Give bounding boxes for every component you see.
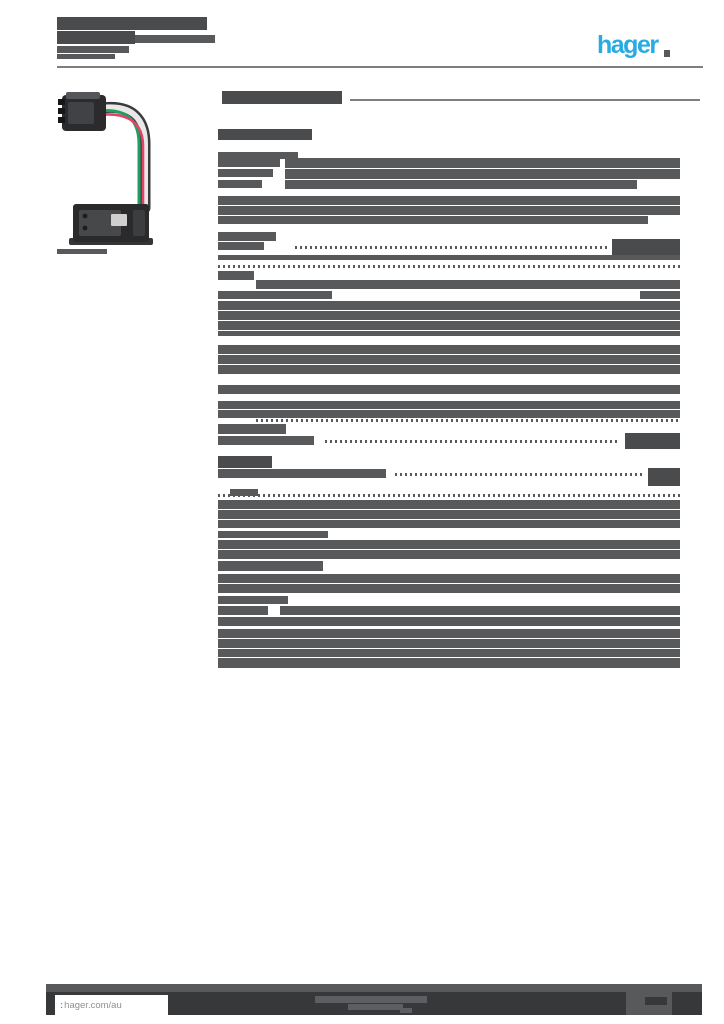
redacted-text-line <box>135 35 215 43</box>
redacted-text-line <box>640 291 680 299</box>
footer-website-text: hager.com/au <box>64 999 122 1011</box>
hager-logo-text: hager <box>597 31 659 59</box>
redacted-text-line <box>218 401 680 409</box>
redacted-text-line <box>218 584 680 593</box>
redacted-text-line <box>218 331 680 336</box>
redacted-text-line <box>350 99 700 101</box>
redacted-text-line <box>218 242 264 250</box>
redacted-text-line <box>218 311 680 320</box>
product-photo-drawing <box>58 92 153 245</box>
redacted-text-line <box>218 649 680 657</box>
redacted-text-line <box>218 561 323 571</box>
redacted-text-line <box>218 265 680 268</box>
redacted-text-line <box>648 468 680 486</box>
redacted-text-line <box>295 246 607 249</box>
redacted-text-line <box>230 489 258 496</box>
redacted-text-line <box>218 510 680 519</box>
redacted-text-line <box>325 440 620 443</box>
redacted-text-line <box>348 1004 403 1010</box>
redacted-text-line <box>625 433 680 449</box>
redacted-text-line <box>218 301 680 310</box>
redacted-text-line <box>400 1008 412 1013</box>
hager-logo: hager <box>597 33 667 59</box>
redacted-text-line <box>645 997 667 1005</box>
redacted-text-line <box>218 540 680 549</box>
footer-website-link[interactable]: : hager.com/au <box>55 995 168 1015</box>
redacted-text-line <box>218 658 680 668</box>
redacted-text-line <box>218 385 680 394</box>
redacted-text-line <box>218 345 680 354</box>
redacted-text-line <box>218 629 680 638</box>
redacted-text-line <box>218 531 328 538</box>
redacted-text-line <box>218 232 276 241</box>
redacted-text-line <box>218 321 680 330</box>
redacted-text-line <box>218 500 680 509</box>
redacted-text-line <box>285 180 637 189</box>
redacted-text-line <box>218 639 680 648</box>
redacted-text-line <box>285 169 680 179</box>
redacted-text-line <box>218 494 680 497</box>
redacted-text-line <box>57 249 107 254</box>
redacted-text-line <box>218 152 298 159</box>
redacted-text-line <box>218 574 680 583</box>
redacted-text-line <box>218 606 268 615</box>
footer-top-bar <box>46 984 702 992</box>
redacted-text-line <box>218 216 648 224</box>
redacted-text-line <box>218 206 680 215</box>
redacted-text-line <box>57 66 703 68</box>
colon-mark: : <box>60 999 64 1011</box>
redacted-text-line <box>315 996 427 1003</box>
redacted-text-line <box>612 239 680 255</box>
redacted-text-line <box>218 169 273 177</box>
redacted-text-line <box>222 91 342 104</box>
redacted-text-line <box>280 606 680 615</box>
redacted-text-line <box>664 50 670 57</box>
redacted-text-line <box>57 46 129 53</box>
redacted-text-line <box>218 520 680 528</box>
redacted-text-line <box>57 54 115 59</box>
redacted-text-line <box>218 180 262 188</box>
redacted-text-line <box>218 271 254 280</box>
redacted-text-line <box>218 291 332 299</box>
redacted-text-line <box>395 473 643 476</box>
product-photo <box>55 88 170 248</box>
redacted-text-line <box>218 365 680 374</box>
redacted-text-line <box>256 419 680 422</box>
redacted-text-line <box>218 196 680 205</box>
redacted-text-line <box>218 129 312 140</box>
redacted-text-line <box>218 424 286 434</box>
redacted-text-line <box>218 596 288 604</box>
redacted-text-line <box>57 17 207 30</box>
redacted-text-line <box>218 550 680 559</box>
redacted-text-line <box>218 469 386 478</box>
redacted-text-line <box>57 31 135 44</box>
redacted-text-line <box>218 617 680 626</box>
redacted-text-line <box>218 456 272 468</box>
redacted-text-line <box>218 355 680 364</box>
footer-band <box>46 992 702 1015</box>
redacted-text-line <box>218 159 280 167</box>
redacted-text-line <box>285 158 680 168</box>
redacted-text-line <box>218 255 680 260</box>
redacted-text-line <box>218 436 314 445</box>
redacted-text-line <box>256 280 680 289</box>
redacted-text-line <box>218 410 680 418</box>
